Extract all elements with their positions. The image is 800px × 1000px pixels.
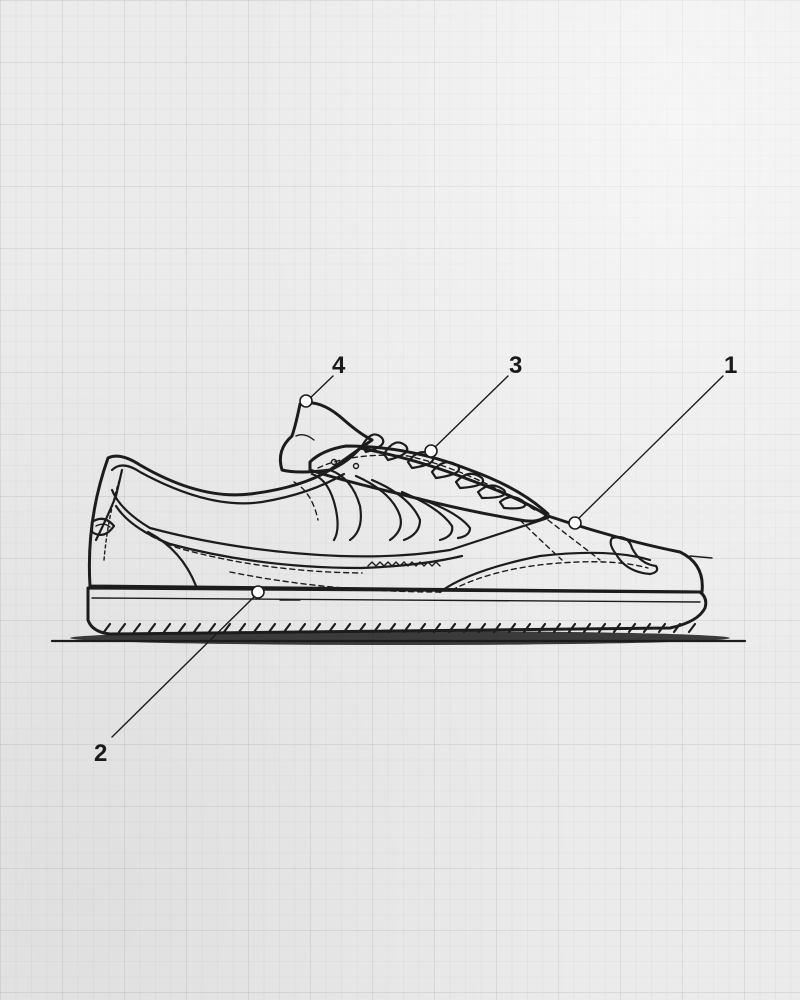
tread-tick: [372, 622, 382, 634]
tread-tick: [192, 622, 202, 634]
callout-label-4: 4: [332, 352, 346, 379]
outsole-body: [86, 586, 708, 636]
callout-label-3: 3: [509, 352, 522, 379]
tread-tick: [207, 622, 217, 634]
lace-loop: [360, 433, 385, 454]
side-stripe-stitching: [121, 513, 363, 574]
tread-tick: [252, 622, 262, 634]
tread-tick: [387, 622, 397, 634]
lace-loop: [382, 441, 409, 462]
lace-loop: [430, 461, 461, 480]
leader-line-3: [430, 375, 509, 452]
toe-cap-stitching: [451, 561, 649, 591]
tread-tick: [417, 622, 427, 634]
tread-tick: [117, 622, 127, 634]
tread-tick: [582, 622, 592, 634]
tongue: [278, 401, 374, 474]
leader-line-2: [111, 592, 259, 738]
tongue-notch: [295, 433, 315, 441]
tread-tick: [102, 622, 112, 634]
tread-tick: [552, 622, 562, 634]
side-stripe-upper-edge: [110, 488, 550, 558]
heel-logo: [90, 517, 116, 537]
tread-tick: [177, 622, 187, 634]
upper: [87, 446, 713, 594]
upper-outline: [87, 446, 704, 594]
vamp-dash-2: [547, 519, 601, 561]
lace-loop: [476, 484, 507, 500]
tread-tick: [147, 622, 157, 634]
tread-tick: [567, 622, 577, 634]
tread-tick: [522, 622, 532, 634]
ground: [50, 631, 747, 645]
tongue-body: [278, 401, 374, 474]
lace-loop: [498, 495, 527, 510]
tread-tick: [537, 622, 547, 634]
tread-tick: [402, 622, 412, 634]
callout-dot-2: [251, 585, 265, 599]
tread-tick: [282, 622, 292, 634]
tread-tick: [222, 622, 232, 634]
toe-cap-seam: [438, 551, 652, 594]
eyestay: [308, 444, 550, 523]
tread-tick: [162, 622, 172, 634]
tread-tick: [507, 622, 517, 634]
tread-tick: [432, 622, 442, 634]
callout-label-1: 1: [724, 352, 737, 379]
leader-line-1: [574, 375, 724, 523]
toe-accent: [609, 536, 659, 576]
tread-tick: [492, 622, 502, 634]
tread-tick: [462, 622, 472, 634]
callout-labels: 1 2 3 4: [94, 352, 737, 767]
tread-tick: [312, 622, 322, 634]
tread-tick: [237, 622, 247, 634]
outsole-tread: [102, 622, 697, 634]
outsole: [86, 586, 708, 636]
heel-panel-seam: [146, 530, 198, 588]
tread-tick: [597, 622, 607, 634]
callout-label-2: 2: [94, 740, 107, 767]
tread-tick: [642, 622, 652, 634]
callout-dots: [251, 394, 582, 599]
zigzag-stitch: [367, 561, 441, 567]
vamp-dash-1: [519, 519, 563, 561]
tread-tick: [612, 622, 622, 634]
tread-tick: [267, 622, 277, 634]
lace-loop: [454, 472, 485, 490]
callout-dot-1: [568, 516, 582, 530]
tread-tick: [672, 622, 682, 634]
collar-lining: [110, 464, 346, 505]
eyestay-stitching: [317, 454, 539, 513]
tread-tick: [297, 622, 307, 634]
tread-tick: [132, 622, 142, 634]
midfoot-dash: [229, 571, 441, 593]
tread-tick: [357, 622, 367, 634]
vamp-stripes: [293, 468, 472, 542]
tread-tick: [342, 622, 352, 634]
toe-tip-line: [689, 555, 713, 559]
tread-tick: [687, 622, 697, 634]
tread-tick: [627, 622, 637, 634]
tread-tick: [327, 622, 337, 634]
tread-tick: [477, 622, 487, 634]
heel-stitching: [103, 477, 121, 561]
eyelets: [330, 458, 360, 470]
callout-dot-4: [299, 394, 313, 408]
tread-tick: [447, 622, 457, 634]
callout-dot-3: [424, 444, 438, 458]
outsole-top-edge: [91, 597, 701, 603]
tread-tick: [657, 622, 667, 634]
